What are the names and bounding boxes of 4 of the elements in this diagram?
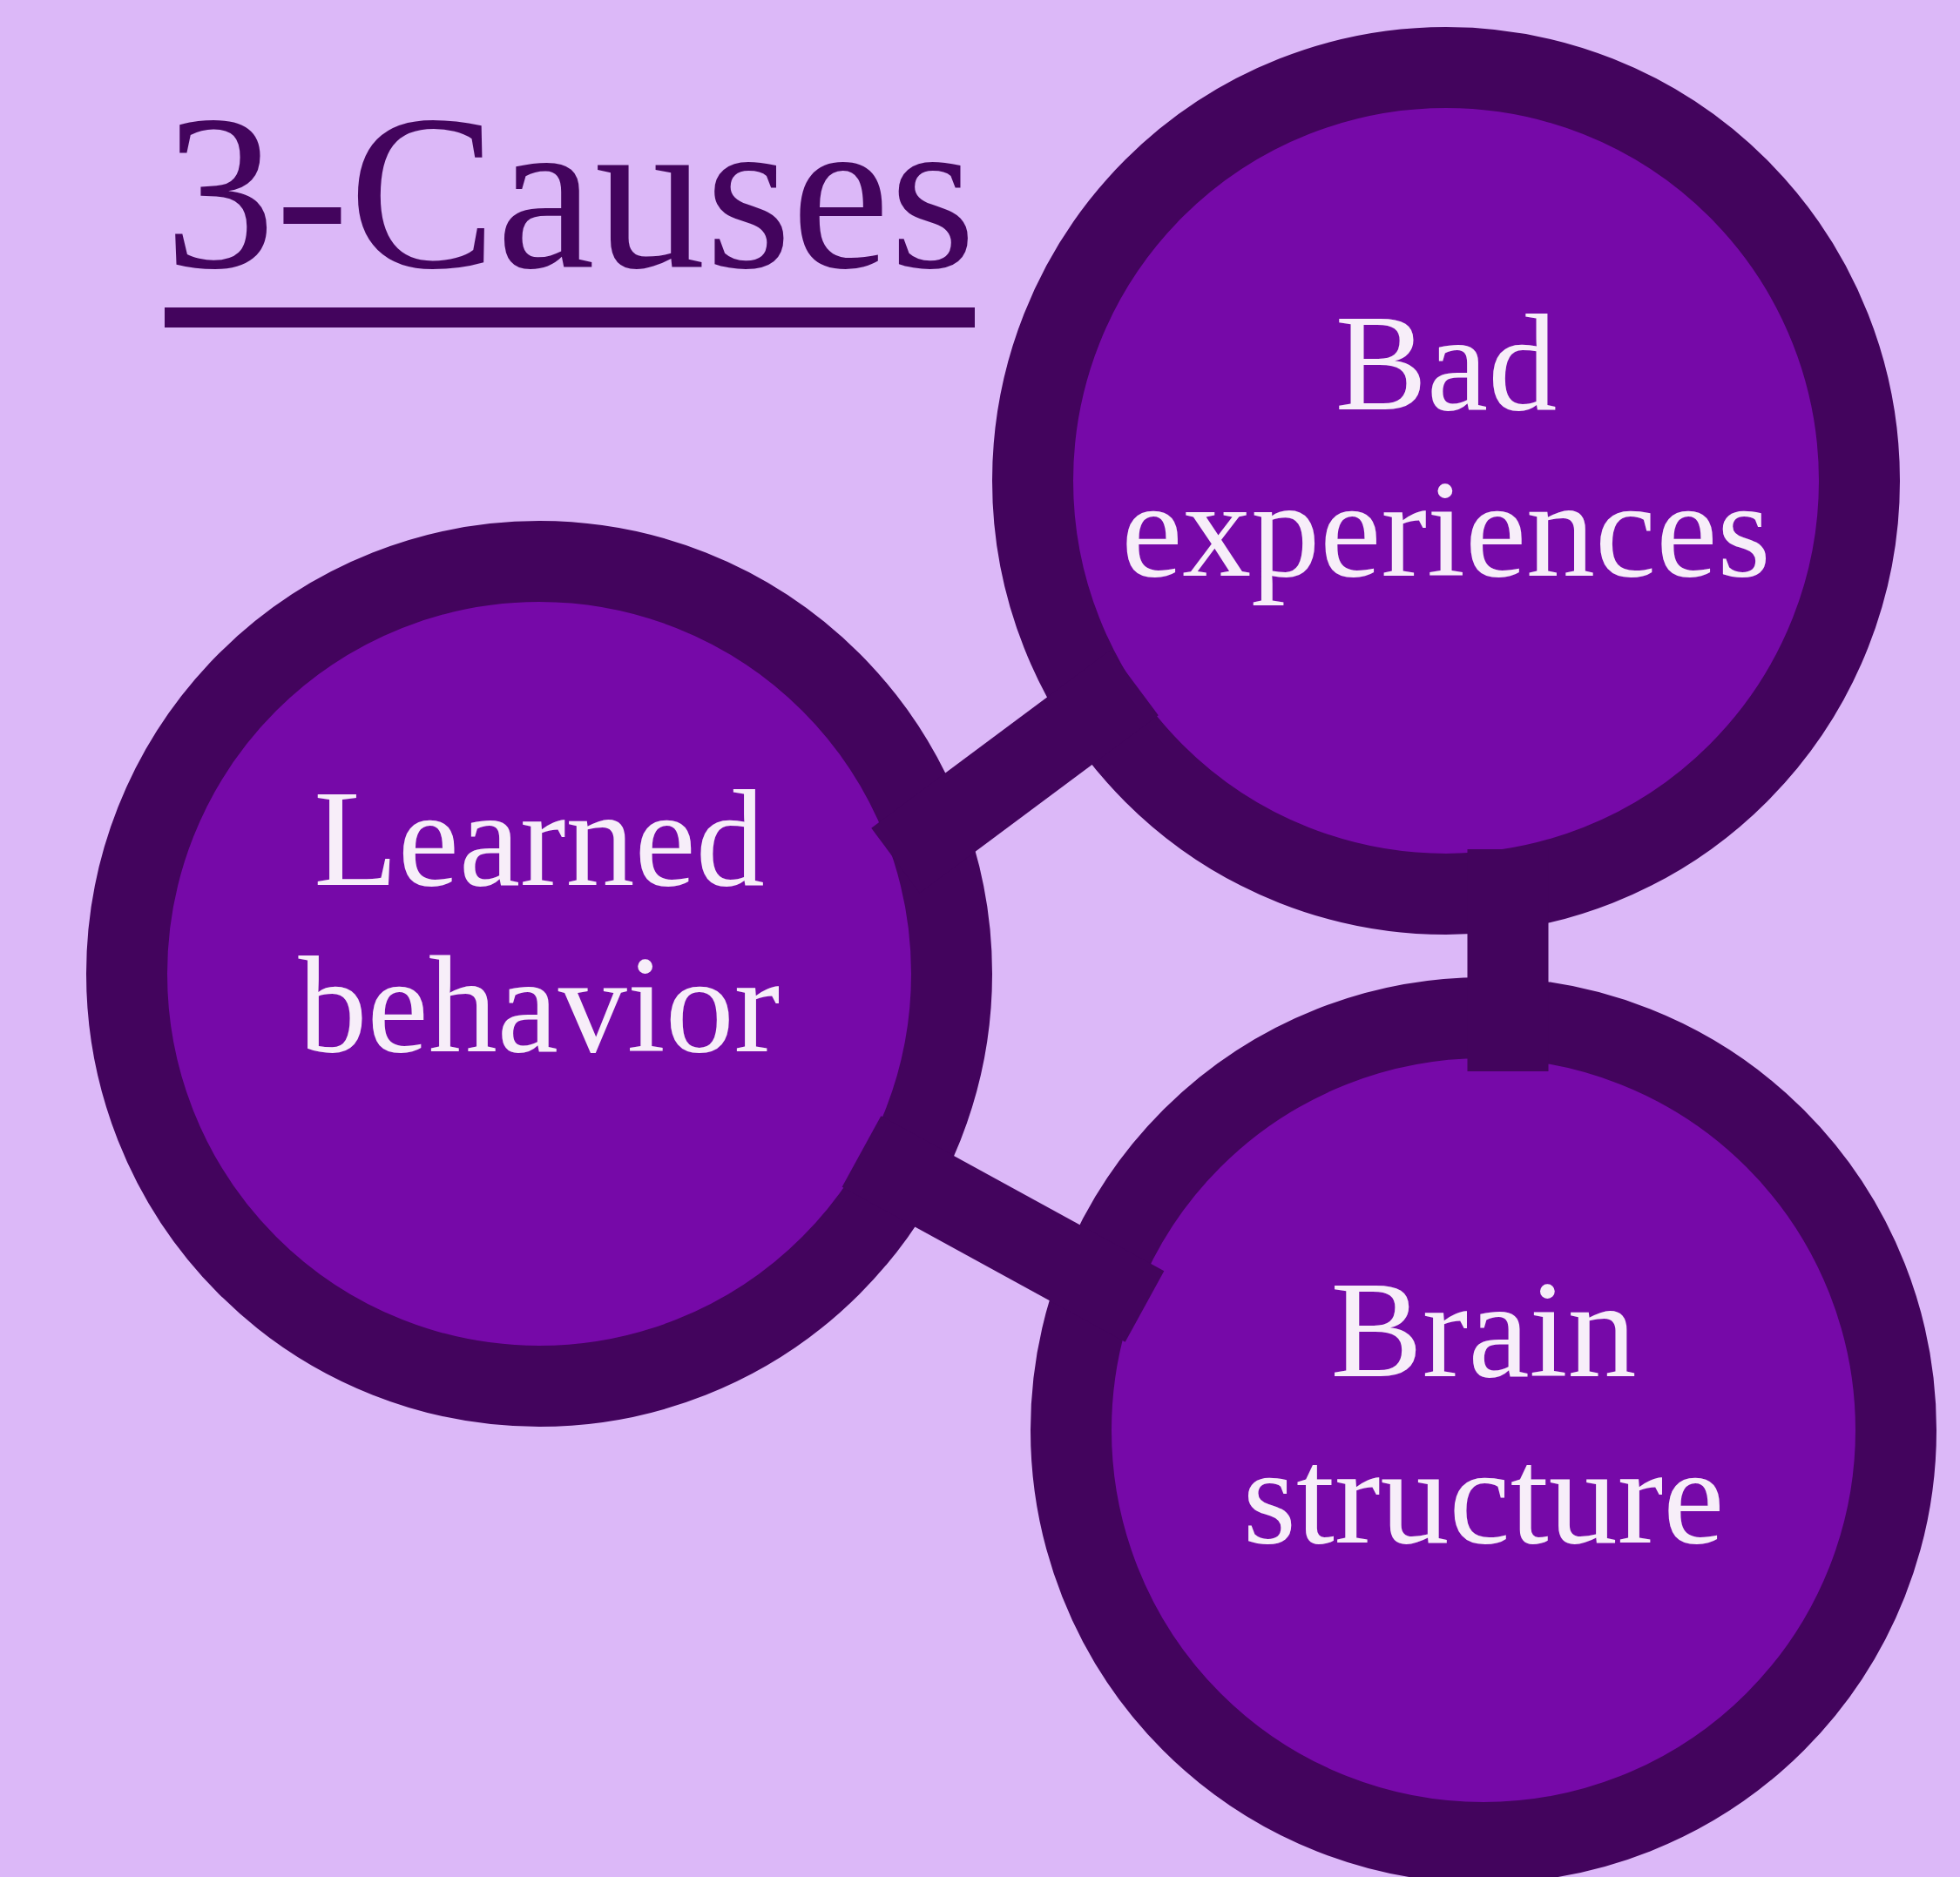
cause-label: Learned behavior (297, 760, 781, 1083)
cause-label: Bad experiences (1120, 285, 1772, 607)
title: 3-Causes (165, 80, 975, 328)
cause-label: Brain structure (1241, 1252, 1726, 1574)
